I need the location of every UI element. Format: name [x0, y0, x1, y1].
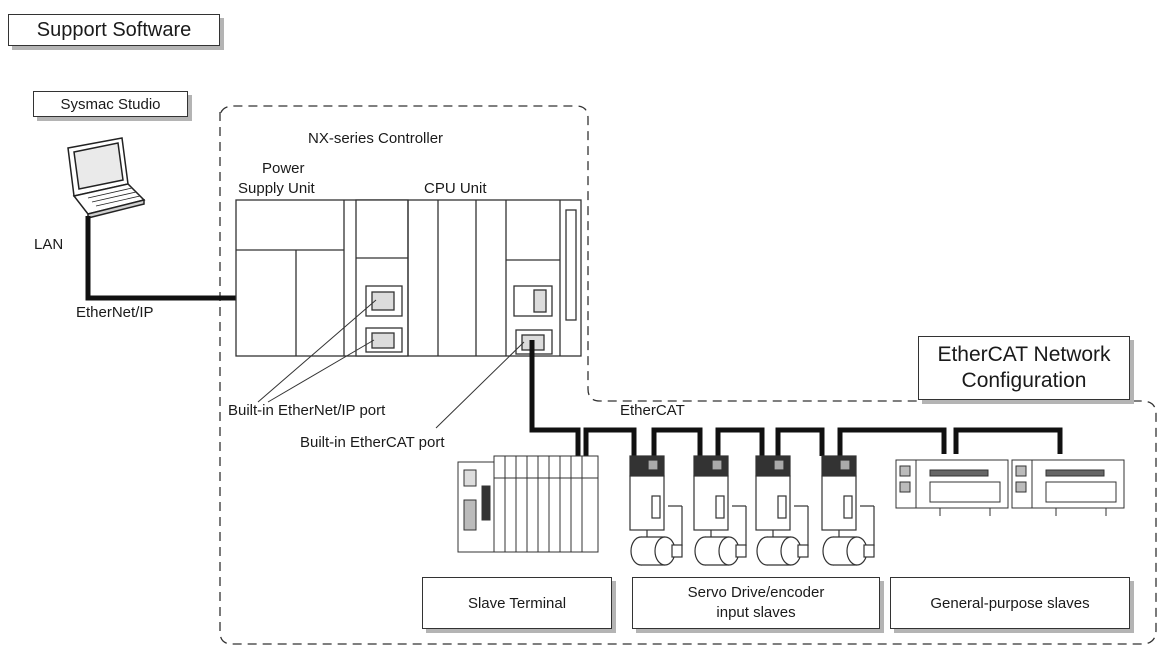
ethercat-label: EtherCAT: [620, 402, 685, 419]
servo-drive-box: Servo Drive/encoder input slaves: [632, 577, 880, 629]
ethercat-network-label-line1: EtherCAT Network: [937, 343, 1111, 366]
general-purpose-box: General-purpose slaves: [890, 577, 1130, 629]
ethercat-port-leader: [435, 341, 525, 429]
support-software-box: Support Software: [8, 14, 220, 46]
servo-drive-3: [755, 455, 809, 566]
ethercat-network-box: EtherCAT Network Configuration: [918, 336, 1130, 400]
laptop-icon: [67, 137, 146, 219]
cpu-unit-label: CPU Unit: [424, 180, 487, 197]
servo-drive-4: [821, 455, 875, 566]
general-purpose-slave-2: [1011, 459, 1125, 516]
support-software-label: Support Software: [36, 18, 192, 41]
power-supply-label-line2: Supply Unit: [238, 180, 315, 197]
servo-drive-1: [629, 455, 683, 566]
servo-drive-label-line1: Servo Drive/encoder: [687, 584, 825, 601]
ethernet-ip-label: EtherNet/IP: [76, 304, 154, 321]
builtin-ethercat-port-label: Built-in EtherCAT port: [300, 434, 445, 451]
builtin-ethernetip-port-label: Built-in EtherNet/IP port: [228, 402, 386, 419]
slave-terminal-label: Slave Terminal: [467, 594, 567, 612]
ethercat-network-label-line2: Configuration: [961, 369, 1087, 392]
general-purpose-label: General-purpose slaves: [930, 594, 1090, 612]
ethercat-cables: [529, 340, 1063, 456]
general-purpose-slave-1: [895, 459, 1009, 516]
ethernetip-port-leader-2: [267, 339, 375, 403]
servo-drive-label-line2: input slaves: [716, 604, 796, 621]
lan-label: LAN: [34, 236, 64, 253]
nx-controller-label: NX-series Controller: [308, 130, 444, 147]
sysmac-studio-label: Sysmac Studio: [60, 95, 161, 113]
slave-terminal-box: Slave Terminal: [422, 577, 612, 629]
servo-drive-2: [693, 455, 747, 566]
ethernetip-port-leader-1: [257, 299, 377, 403]
sysmac-studio-box: Sysmac Studio: [33, 91, 188, 117]
slave-terminal-unit: [457, 455, 599, 553]
power-supply-label-line1: Power: [262, 160, 305, 177]
nx-controller-unit: [235, 199, 582, 357]
